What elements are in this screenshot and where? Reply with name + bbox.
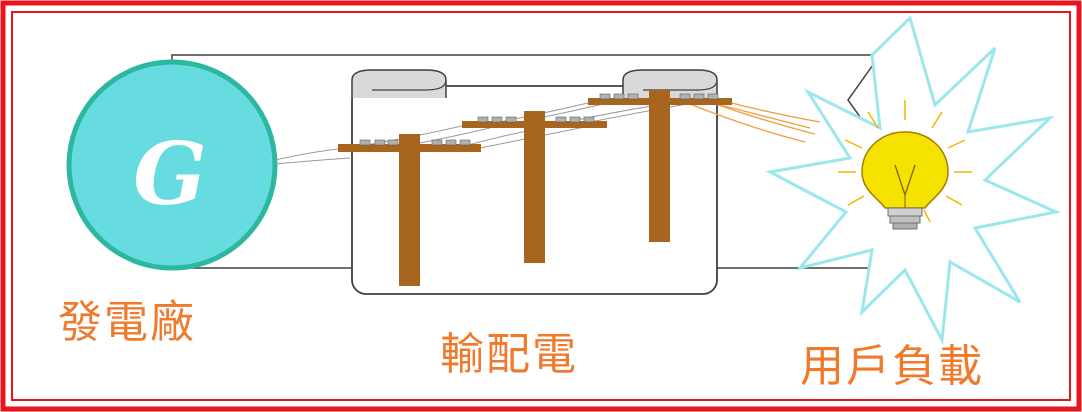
utility-pole-icon — [338, 134, 481, 286]
generator-icon — [66, 59, 278, 271]
light-bulb-icon — [838, 100, 972, 230]
generator-symbol: G — [133, 124, 207, 225]
power-plant-label: 發電廠 — [58, 297, 196, 348]
user-load-label: 用戶負載 — [800, 341, 984, 392]
utility-pole-icon — [588, 90, 732, 242]
utility-pole-icon — [462, 111, 607, 263]
inner-border — [11, 11, 1071, 401]
transmission-label: 輸配電 — [440, 329, 578, 380]
